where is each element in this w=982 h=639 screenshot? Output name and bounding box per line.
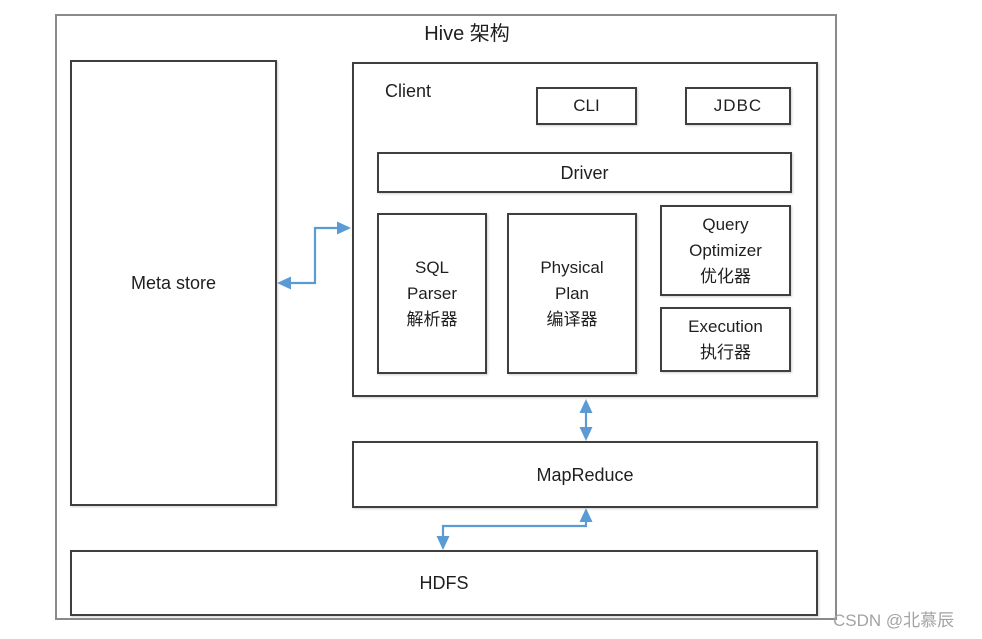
node-metastore-label: Meta store [130,273,217,293]
node-cli-label: CLI [573,96,600,115]
node-jdbc-label: JDBC [713,96,763,115]
node-cli: CLI [536,87,637,125]
node-query-optimizer: Query Optimizer 优化器 [660,205,791,296]
node-metastore: Meta store [70,60,277,506]
node-jdbc: JDBC [685,87,791,125]
node-mapreduce-label: MapReduce [536,464,634,485]
node-hdfs-label: HDFS [419,573,469,593]
node-hdfs: HDFS [70,550,818,616]
csdn-watermark: CSDN @北慕辰 [833,611,955,630]
node-sql-parser: SQL Parser 解析器 [377,213,487,374]
node-physical-plan: Physical Plan 编译器 [507,213,637,374]
node-sql-parser-label: SQL Parser 解析器 [406,257,458,329]
node-driver-label: Driver [560,162,609,183]
node-driver: Driver [377,152,792,193]
node-mapreduce: MapReduce [352,441,818,508]
node-query-optimizer-label: Query Optimizer 优化器 [689,214,762,286]
node-execution: Execution 执行器 [660,307,791,372]
node-execution-label: Execution 执行器 [688,316,763,362]
diagram-title: Hive 架构 [424,23,510,45]
node-physical-plan-label: Physical Plan 编译器 [540,257,604,329]
node-client-label: Client [385,81,432,101]
